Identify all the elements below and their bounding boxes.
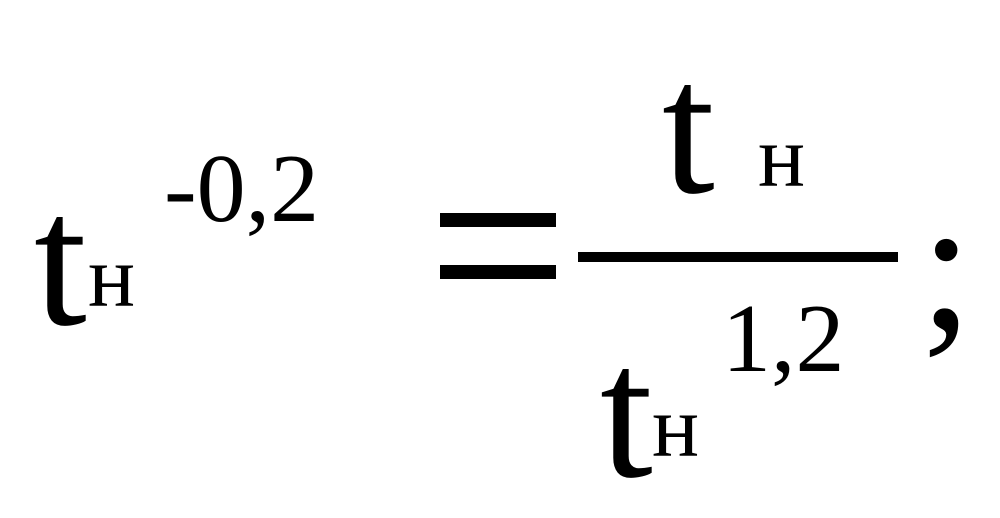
fraction-bar [578, 252, 898, 262]
lhs-subscript: н [88, 229, 136, 326]
lhs-exponent: -0,2 [164, 135, 320, 243]
numerator-subscript: н [758, 109, 806, 206]
equals-sign-bottom-bar [440, 265, 556, 279]
lhs-base-variable: t [34, 156, 87, 366]
numerator-base-variable: t [662, 24, 715, 234]
denominator-subscript: н [652, 379, 700, 476]
denominator-exponent: 1,2 [722, 285, 845, 393]
formula: t н -0,2 t н t н 1,2 ; [34, 24, 973, 508]
semicolon: ; [920, 160, 973, 370]
denominator-base-variable: t [600, 308, 653, 518]
equals-sign-top-bar [440, 213, 556, 227]
